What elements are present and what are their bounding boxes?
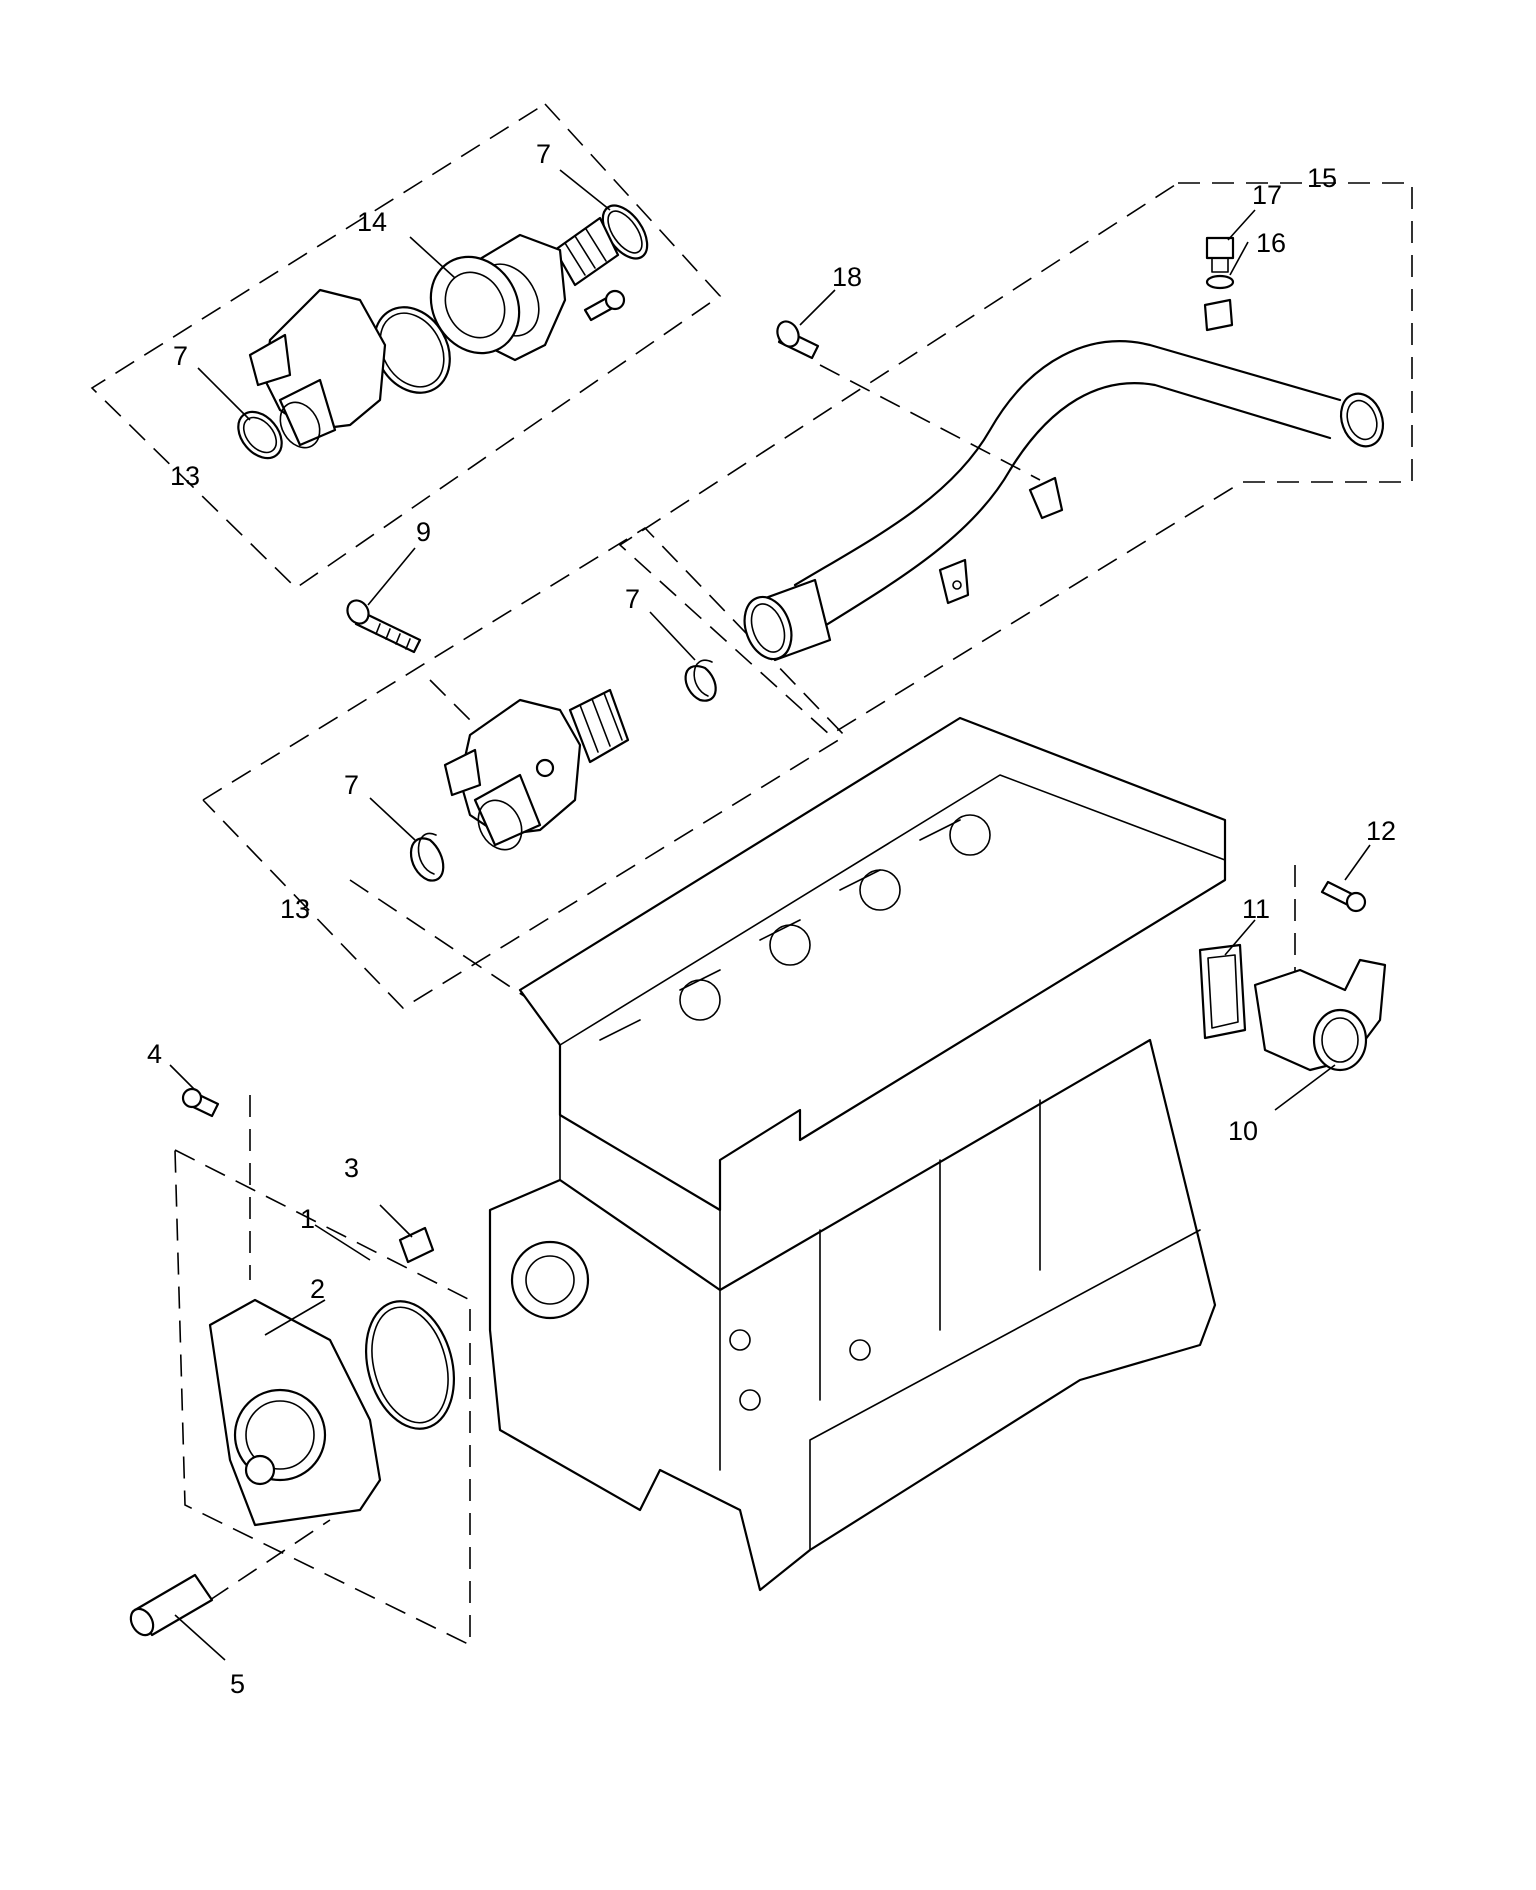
stud-5-axis — [209, 1519, 331, 1601]
callout-13-lower: 13 — [280, 894, 310, 924]
lower-housing-outlet-spigot — [568, 688, 630, 764]
callout-16: 16 — [1256, 228, 1286, 258]
housing-lower-spigot — [278, 378, 337, 447]
callout-7-upper-right: 7 — [536, 139, 551, 169]
cylinder-head — [518, 716, 1227, 1212]
callout-leader-lines — [169, 169, 1371, 1661]
callout-2: 2 — [310, 1274, 325, 1304]
callout-7-lower: 7 — [344, 770, 359, 800]
leader-7c — [649, 611, 696, 661]
leader-7b — [197, 367, 251, 421]
assembly-boundaries — [90, 103, 1413, 1647]
housing-side-spigot — [248, 333, 292, 387]
leader-1 — [314, 1224, 371, 1261]
bolt-18-axis — [819, 364, 1041, 481]
coolant-pipe-assembly — [743, 236, 1385, 662]
callout-12: 12 — [1366, 816, 1396, 846]
washer-16 — [1205, 274, 1235, 290]
leader-4 — [169, 1064, 196, 1091]
block-front-bore — [510, 1240, 590, 1320]
callout-labels: 1 2 3 4 5 7 7 7 7 9 10 11 12 13 13 14 15… — [147, 139, 1396, 1699]
bolt-9-axis — [429, 679, 511, 761]
callout-18: 18 — [832, 262, 862, 292]
leader-10 — [1274, 1064, 1336, 1111]
boundary-lower-thermostat-housing — [202, 526, 847, 1010]
boundary-upper-thermostat-housing — [90, 103, 722, 590]
pipe-bracket-upper — [1028, 476, 1064, 520]
callout-1: 1 — [300, 1204, 315, 1234]
callout-10: 10 — [1228, 1116, 1258, 1146]
leader-18 — [799, 289, 836, 326]
gasket-11 — [1198, 943, 1247, 1040]
leader-11 — [1224, 919, 1256, 956]
callout-15: 15 — [1307, 163, 1337, 193]
bleed-screw-17 — [1205, 236, 1235, 260]
callout-9: 9 — [416, 517, 431, 547]
leader-12 — [1344, 844, 1371, 881]
dowel-3 — [398, 1226, 435, 1264]
outlet-spigot — [553, 216, 620, 287]
lower-housing-side-boss — [443, 748, 482, 797]
leader-3 — [379, 1204, 413, 1238]
lower-thermostat-housing-assembly — [346, 599, 717, 882]
circlip-7-lower — [409, 837, 445, 882]
callout-4: 4 — [147, 1039, 162, 1069]
boundary-coolant-pipe — [618, 182, 1413, 736]
callout-14: 14 — [357, 207, 387, 237]
leader-16 — [1229, 241, 1249, 276]
coolant-pipe-15 — [793, 340, 1342, 587]
callout-7-middle: 7 — [625, 584, 640, 614]
coolant-outlet-assembly — [1198, 880, 1387, 1072]
callout-13-upper: 13 — [170, 461, 200, 491]
leader-14 — [409, 236, 456, 279]
leader-2 — [264, 1299, 326, 1336]
callout-7-upper-left: 7 — [173, 341, 188, 371]
callout-3: 3 — [344, 1153, 359, 1183]
leader-17 — [1227, 209, 1256, 241]
boundary-water-pump — [174, 1149, 471, 1647]
leader-5 — [174, 1614, 226, 1661]
pump-seal — [364, 1300, 456, 1430]
leader-7a — [559, 169, 611, 211]
water-pump-assembly — [129, 1087, 456, 1637]
engine-block-assembly — [488, 716, 1227, 1592]
circlip-7-middle — [684, 665, 717, 702]
upper-thermostat-housing-assembly — [237, 204, 649, 460]
lower-housing-inlet-spigot — [473, 773, 542, 847]
callout-5: 5 — [230, 1669, 245, 1699]
callout-11: 11 — [1242, 894, 1270, 924]
coolant-pipe-outlet-end — [1339, 392, 1385, 448]
leader-9 — [367, 547, 416, 606]
bleed-boss — [1203, 298, 1234, 332]
callout-17: 17 — [1252, 180, 1282, 210]
leader-7d — [369, 797, 416, 841]
o-ring-7-upper-left — [237, 410, 283, 460]
